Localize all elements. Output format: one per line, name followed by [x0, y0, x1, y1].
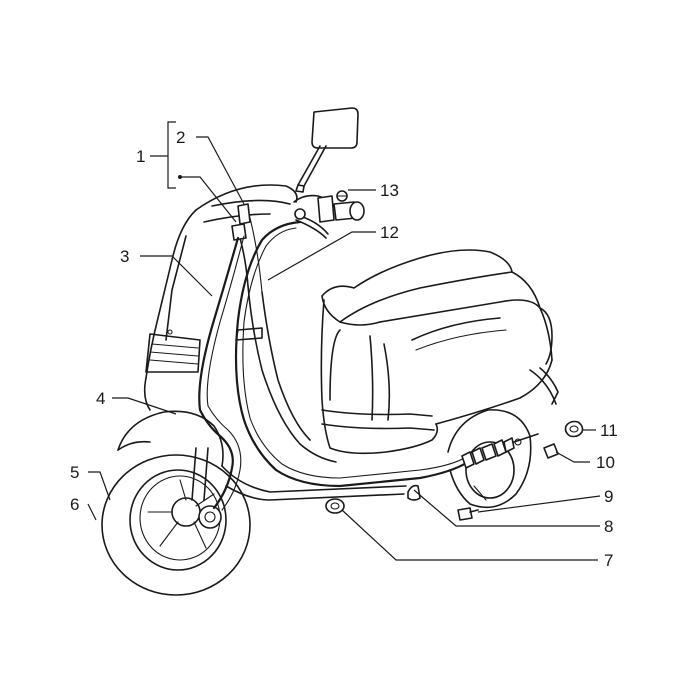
callout-6: 6 — [70, 495, 79, 514]
front-fork — [191, 447, 222, 529]
part-11-nut — [564, 420, 584, 438]
cable-adjuster — [461, 433, 539, 469]
side-cover — [411, 307, 553, 365]
front-shield — [145, 184, 298, 379]
rear-brake-cable-inner — [242, 227, 469, 479]
callout-4: 4 — [96, 389, 105, 408]
front-grille — [145, 327, 263, 373]
part-7-grommet — [325, 498, 345, 514]
rear-wheel — [447, 409, 532, 509]
callout-13: 13 — [380, 181, 399, 200]
callout-11: 11 — [600, 421, 618, 440]
part-10-bush — [543, 443, 559, 459]
brake-fitting — [231, 203, 251, 241]
floorboard — [221, 285, 407, 501]
callout-5: 5 — [70, 463, 79, 482]
leader-lines — [87, 121, 601, 561]
callout-7: 7 — [604, 551, 613, 570]
part-8-bolt — [457, 507, 479, 521]
rear-fender — [529, 367, 559, 405]
front-wheel — [101, 454, 251, 596]
seat — [321, 249, 553, 361]
callout-9: 9 — [604, 487, 613, 506]
callout-labels: 1 2 3 4 5 6 7 8 9 10 11 12 13 — [70, 128, 618, 570]
speedometer-cable — [198, 236, 240, 510]
callout-10: 10 — [596, 453, 615, 472]
callout-8: 8 — [604, 517, 613, 536]
mirror — [295, 107, 359, 193]
rear-body — [320, 299, 553, 455]
handlebar — [293, 194, 365, 239]
part-13-nut — [336, 190, 348, 202]
rear-brake-cable — [234, 220, 470, 488]
front-fender — [117, 377, 224, 467]
callout-12: 12 — [380, 223, 399, 242]
callout-1: 1 — [136, 147, 145, 166]
part-9-clip — [407, 484, 421, 501]
callout-2: 2 — [176, 128, 185, 147]
speedometer-cable-inner — [206, 235, 245, 511]
callout-3: 3 — [120, 247, 129, 266]
